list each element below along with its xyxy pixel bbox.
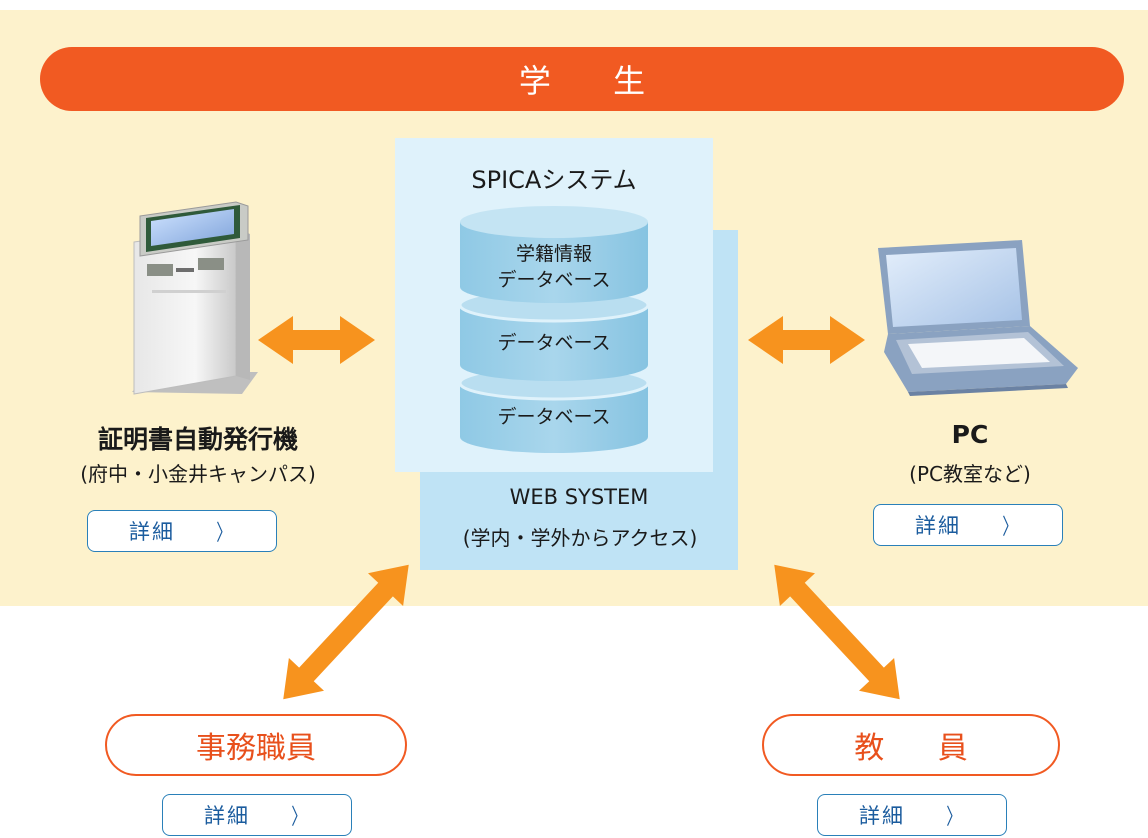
- spica-system-title: SPICAシステム: [471, 166, 637, 194]
- student-banner-label: 学 生: [518, 62, 672, 100]
- database-label-2-line: データベース: [497, 332, 611, 354]
- pc-detail-button[interactable]: 詳細 〉: [873, 504, 1063, 546]
- student-banner: 学 生: [40, 47, 1124, 111]
- staff-detail-label: 詳細: [203, 804, 250, 828]
- staff-label: 事務職員: [196, 731, 316, 766]
- chevron-right-icon: 〉: [216, 521, 232, 546]
- faculty-double-arrow: [774, 564, 900, 700]
- chevron-right-icon: 〉: [1002, 515, 1018, 540]
- kiosk-double-arrow: [258, 316, 375, 364]
- database-label-3: データベース: [459, 404, 649, 430]
- staff-detail-button[interactable]: 詳細 〉: [162, 794, 352, 836]
- faculty-detail-label: 詳細: [858, 804, 905, 828]
- staff-double-arrow: [283, 564, 409, 700]
- pc-double-arrow: [748, 316, 865, 364]
- pc-detail-label: 詳細: [914, 514, 961, 538]
- pc-subtitle: (PC教室など): [909, 462, 1031, 486]
- kiosk-title: 証明書自動発行機: [97, 425, 298, 454]
- database-label-1-line1: 学籍情報: [515, 243, 592, 265]
- web-system-subtitle: (学内・学外からアクセス): [462, 526, 698, 550]
- database-label-1-line2: データベース: [497, 269, 611, 291]
- database-label-3-line: データベース: [497, 406, 611, 428]
- database-label-2: データベース: [459, 330, 649, 356]
- web-system-title: WEB SYSTEM: [509, 485, 649, 509]
- kiosk-subtitle: (府中・小金井キャンパス): [80, 462, 316, 486]
- faculty-label-pill: 教 員: [762, 714, 1060, 776]
- kiosk-detail-button[interactable]: 詳細 〉: [87, 510, 277, 552]
- database-label-1: 学籍情報 データベース: [459, 241, 649, 293]
- faculty-label: 教 員: [854, 731, 990, 766]
- chevron-right-icon: 〉: [291, 805, 307, 830]
- faculty-detail-button[interactable]: 詳細 〉: [817, 794, 1007, 836]
- staff-label-pill: 事務職員: [105, 714, 407, 776]
- certificate-kiosk-icon: [132, 201, 258, 395]
- pc-title: PC: [951, 420, 989, 449]
- kiosk-detail-label: 詳細: [128, 520, 175, 544]
- database-cylinder-1: [460, 206, 648, 303]
- chevron-right-icon: 〉: [946, 805, 962, 830]
- laptop-icon: [878, 240, 1078, 396]
